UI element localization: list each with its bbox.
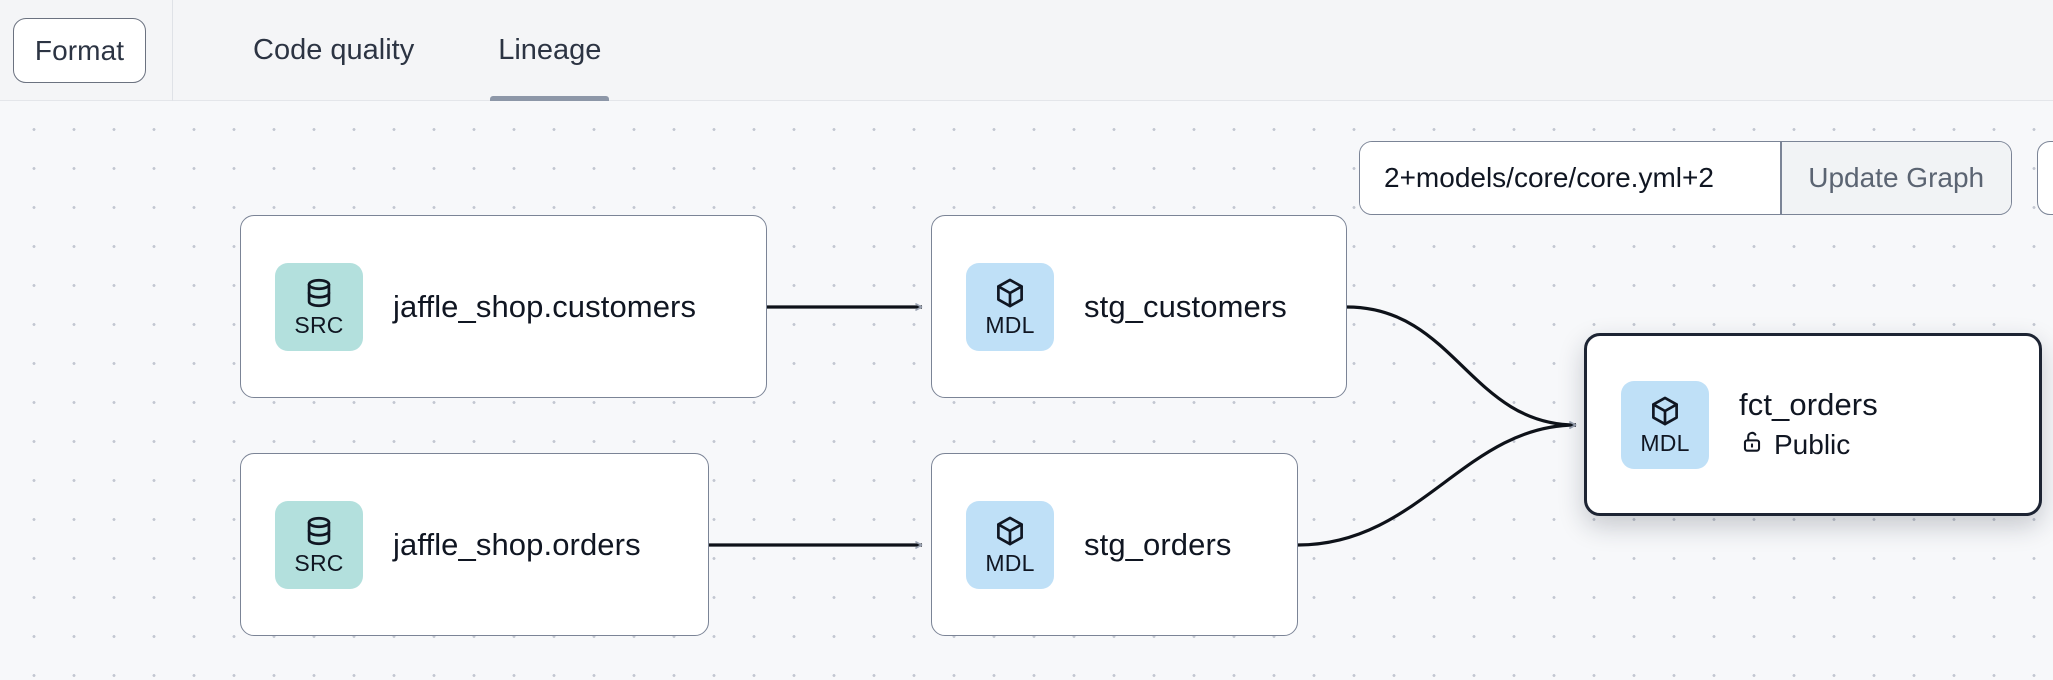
node-title: jaffle_shop.customers: [393, 288, 697, 324]
secondary-toolbar-control[interactable]: [2037, 141, 2053, 215]
database-icon: [302, 276, 336, 310]
node-text: stg_customers: [1084, 289, 1287, 325]
node-title: stg_orders: [1084, 526, 1232, 562]
lineage-node-stg-orders[interactable]: MDL stg_orders: [931, 453, 1298, 636]
node-text: stg_orders: [1084, 527, 1231, 563]
cube-icon: [993, 514, 1027, 548]
lineage-node-src-customers[interactable]: SRC jaffle_shop.customers: [240, 215, 767, 398]
update-graph-button[interactable]: Update Graph: [1781, 142, 2011, 214]
node-text: fct_orders Public: [1739, 387, 1878, 462]
node-text: jaffle_shop.orders: [393, 527, 641, 563]
database-icon: [302, 514, 336, 548]
src-badge-label: SRC: [294, 550, 344, 576]
mdl-badge-label: MDL: [1640, 430, 1690, 456]
selector-divider: [1780, 142, 1782, 214]
graph-selector-input[interactable]: [1360, 142, 1780, 214]
format-button[interactable]: Format: [13, 18, 146, 83]
cube-icon: [993, 276, 1027, 310]
editor-toolbar: Format Code quality Lineage: [0, 0, 2053, 101]
tab-lineage[interactable]: Lineage: [482, 0, 617, 101]
lineage-node-fct-orders[interactable]: MDL fct_orders Public: [1584, 333, 2042, 516]
toolbar-divider: [172, 0, 173, 101]
src-badge: SRC: [275, 500, 363, 589]
tab-code-quality[interactable]: Code quality: [253, 34, 415, 66]
unlock-icon: [1739, 429, 1765, 462]
node-title: fct_orders: [1739, 387, 1878, 423]
graph-selector-group: Update Graph: [1359, 141, 2012, 215]
edge-stg-customers-to-fct-orders: [1346, 305, 1577, 429]
node-access-label: Public: [1774, 429, 1851, 461]
mdl-badge: MDL: [966, 500, 1054, 589]
edge-stg-orders-to-fct-orders: [1297, 421, 1577, 547]
src-badge-label: SRC: [294, 312, 344, 338]
lineage-canvas[interactable]: SRC jaffle_shop.customers MDL stg_custo: [0, 101, 2053, 680]
node-title: stg_customers: [1084, 288, 1287, 324]
cube-icon: [1648, 394, 1682, 428]
mdl-badge: MDL: [966, 262, 1054, 351]
lineage-node-src-orders[interactable]: SRC jaffle_shop.orders: [240, 453, 709, 636]
mdl-badge: MDL: [1621, 380, 1709, 469]
node-access-status: Public: [1739, 429, 1878, 462]
node-text: jaffle_shop.customers: [393, 289, 696, 325]
node-title: jaffle_shop.orders: [393, 526, 641, 562]
mdl-badge-label: MDL: [985, 550, 1035, 576]
src-badge: SRC: [275, 262, 363, 351]
lineage-node-stg-customers[interactable]: MDL stg_customers: [931, 215, 1347, 398]
mdl-badge-label: MDL: [985, 312, 1035, 338]
tab-bar: Code quality Lineage: [237, 0, 617, 101]
